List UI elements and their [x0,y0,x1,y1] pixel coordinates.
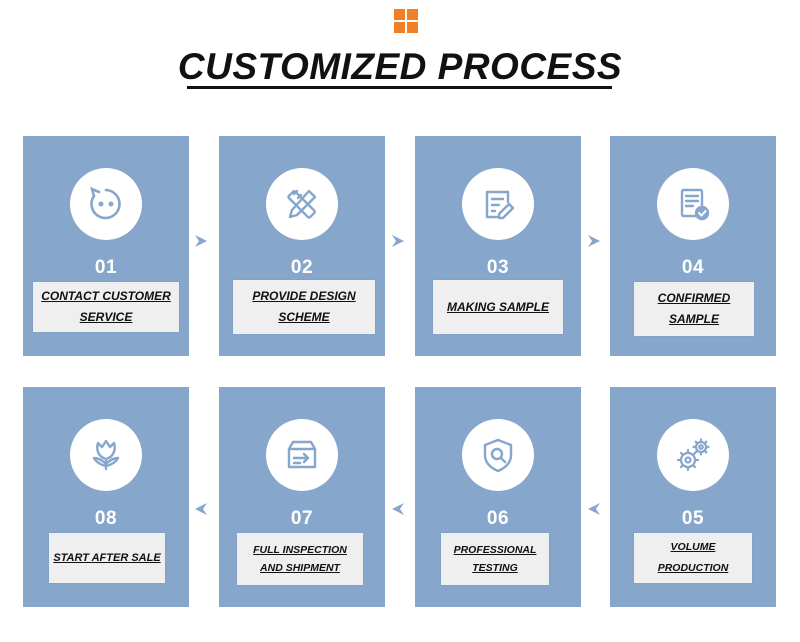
pencil-ruler-icon [287,189,317,219]
step-label: CONTACT CUSTOMER SERVICE [41,289,171,324]
step-card-02: 02 PROVIDE DESIGN SCHEME [219,136,385,356]
step-number: 07 [290,508,314,529]
step-label-box: FULL INSPECTION AND SHIPMENT [237,533,363,585]
shield-search-icon [483,438,513,473]
step-label: FULL INSPECTION AND SHIPMENT [253,544,347,574]
orange-grid-icon [394,9,419,34]
arrow-right-icon [588,235,600,247]
step-card-06: 06 PROFESSIONAL TESTING [415,387,581,607]
flower-icon [92,439,120,471]
arrow-right-icon [392,235,404,247]
step-label: START AFTER SALE [53,551,161,564]
arrow-left-icon [195,503,207,515]
step-label-box: START AFTER SALE [49,533,165,583]
step-label: CONFIRMED SAMPLE [657,291,731,326]
box-arrow-icon [287,440,317,469]
step-number: 08 [94,508,118,529]
step-card-03: 03 MAKING SAMPLE [415,136,581,356]
step-label: VOLUME PRODUCTION [657,541,729,574]
checked-document-icon [680,188,710,221]
arrow-left-icon [392,503,404,515]
step-card-08: 08 START AFTER SALE [23,387,189,607]
edit-document-icon [485,190,515,220]
step-number: 06 [486,508,510,529]
step-label-box: PROVIDE DESIGN SCHEME [233,280,375,334]
step-label-box: CONFIRMED SAMPLE [634,282,754,336]
step-number: 03 [486,257,510,278]
arrow-left-icon [588,503,600,515]
title-underline [187,86,612,89]
step-label-box: MAKING SAMPLE [433,280,563,334]
page-title: CUSTOMIZED PROCESS [177,46,623,87]
step-label-box: PROFESSIONAL TESTING [441,533,549,585]
step-label-box: VOLUME PRODUCTION [634,533,752,583]
chat-bubble-face-icon [89,186,121,220]
step-label: PROVIDE DESIGN SCHEME [252,289,356,324]
step-number: 05 [681,508,705,529]
step-card-07: 07 FULL INSPECTION AND SHIPMENT [219,387,385,607]
step-number: 02 [290,257,314,278]
step-card-05: 05 VOLUME PRODUCTION [610,387,776,607]
step-card-04: 04 CONFIRMED SAMPLE [610,136,776,356]
arrow-right-icon [195,235,207,247]
step-label: PROFESSIONAL TESTING [453,544,537,574]
step-number: 04 [681,257,705,278]
step-label-box: CONTACT CUSTOMER SERVICE [33,282,179,332]
step-label: MAKING SAMPLE [447,299,549,314]
step-card-01: 01 CONTACT CUSTOMER SERVICE [23,136,189,356]
gears-icon [676,438,710,472]
step-number: 01 [94,257,118,278]
